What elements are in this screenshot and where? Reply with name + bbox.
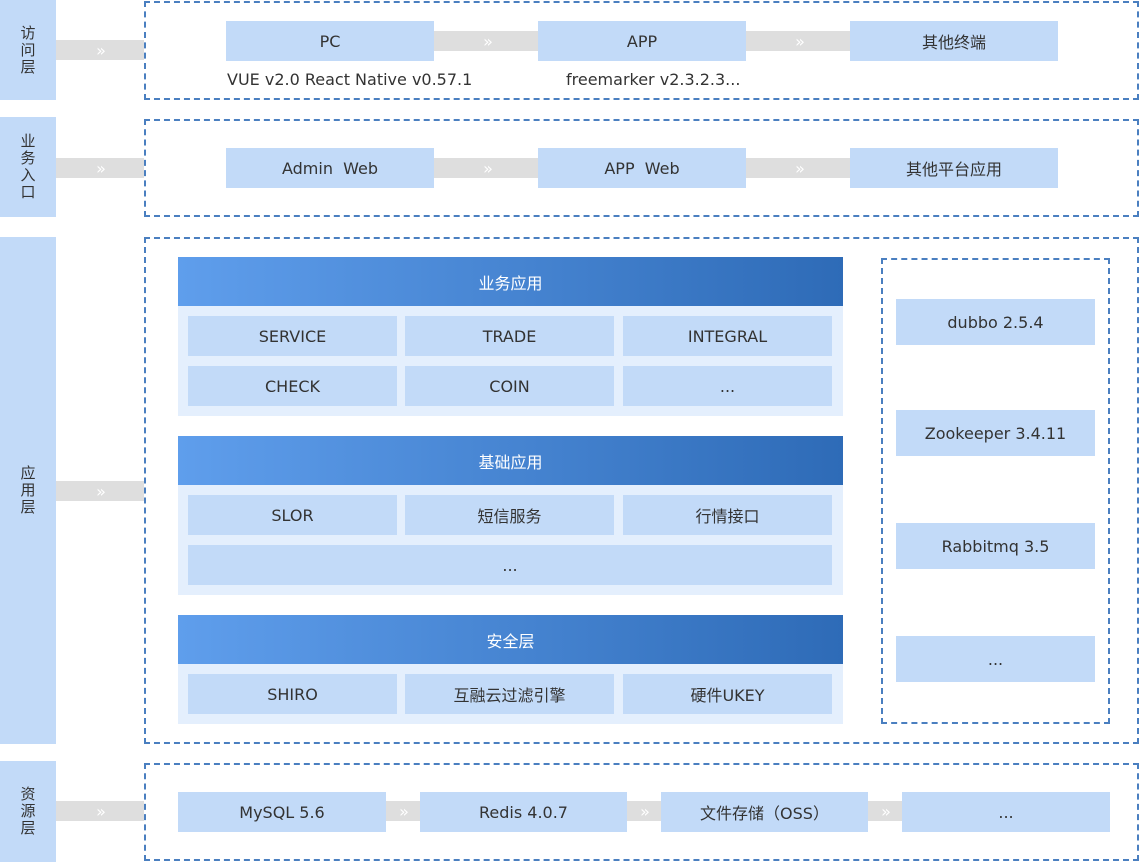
resource-mysql-box: MySQL 5.6 [178,792,386,832]
layer-label-char: 源 [20,802,36,820]
resource-more-box: ... [902,792,1110,832]
entry-layer-frame [144,119,1139,217]
arrow-icon: » [483,31,493,51]
entry-other-platform-box: 其他平台应用 [850,148,1058,188]
layer-label-access: 访 问 层 [0,0,56,100]
resource-layer-frame [144,763,1139,861]
business-app-header: 业务应用 [178,257,843,306]
layer-label-resource: 资 源 层 [0,761,56,862]
business-coin-box: COIN [405,366,614,406]
security-ukey-box: 硬件UKEY [623,674,832,714]
arrow-icon: » [399,801,409,821]
business-trade-box: TRADE [405,316,614,356]
layer-label-char: 层 [20,819,36,837]
middleware-rabbitmq-box: Rabbitmq 3.5 [896,523,1095,569]
arrow-icon: » [881,801,891,821]
access-pc-box: PC [226,21,434,61]
access-connector-1: » [434,31,540,51]
arrow-icon: » [96,481,106,501]
layer-arrow-access: » [56,40,144,60]
arrow-icon: » [96,40,106,60]
resource-oss-box: 文件存储（OSS） [661,792,868,832]
resource-redis-box: Redis 4.0.7 [420,792,627,832]
arrow-icon: » [483,158,493,178]
business-more-box: ... [623,366,832,406]
entry-app-web-box: APP Web [538,148,746,188]
business-integral-box: INTEGRAL [623,316,832,356]
arrow-icon: » [795,158,805,178]
base-app-header: 基础应用 [178,436,843,485]
layer-arrow-resource: » [56,801,144,821]
business-service-box: SERVICE [188,316,397,356]
access-note-frontend: VUE v2.0 React Native v0.57.1 [227,70,473,89]
middleware-more-box: ... [896,636,1095,682]
middleware-zookeeper-box: Zookeeper 3.4.11 [896,410,1095,456]
middleware-dubbo-box: dubbo 2.5.4 [896,299,1095,345]
resource-connector-3: » [868,801,902,821]
app-layer-frame [144,237,1139,744]
base-market-api-box: 行情接口 [623,495,832,535]
layer-label-char: 资 [20,785,36,803]
layer-arrow-app: » [56,481,144,501]
resource-connector-2: » [627,801,661,821]
arrow-icon: » [96,158,106,178]
resource-connector-1: » [386,801,420,821]
arrow-icon: » [795,31,805,51]
security-header: 安全层 [178,615,843,664]
layer-label-char: 问 [20,40,36,59]
base-sms-service-box: 短信服务 [405,495,614,535]
entry-connector-1: » [434,158,540,178]
arrow-icon: » [640,801,650,821]
entry-connector-2: » [746,158,852,178]
layer-label-char: 口 [20,183,36,201]
middleware-frame [881,258,1110,724]
layer-label-app: 应 用 层 [0,237,56,744]
base-more-box: ... [188,545,832,585]
layer-label-char: 务 [20,149,36,167]
layer-label-char: 入 [20,166,36,184]
base-slor-box: SLOR [188,495,397,535]
access-note-template: freemarker v2.3.2.3... [566,70,741,89]
business-check-box: CHECK [188,366,397,406]
layer-label-char: 访 [20,23,36,42]
access-other-terminal-box: 其他终端 [850,21,1058,61]
access-connector-2: » [746,31,852,51]
security-filter-engine-box: 互融云过滤引擎 [405,674,614,714]
layer-label-char: 业 [20,132,36,150]
arrow-icon: » [96,801,106,821]
layer-label-char: 应 [20,464,36,482]
security-shiro-box: SHIRO [188,674,397,714]
layer-arrow-entry: » [56,158,144,178]
layer-label-entry: 业 务 入 口 [0,117,56,217]
entry-admin-web-box: Admin Web [226,148,434,188]
layer-label-char: 层 [20,498,36,516]
access-layer-frame [144,1,1139,100]
access-app-box: APP [538,21,746,61]
layer-label-char: 用 [20,481,36,499]
layer-label-char: 层 [20,57,36,76]
